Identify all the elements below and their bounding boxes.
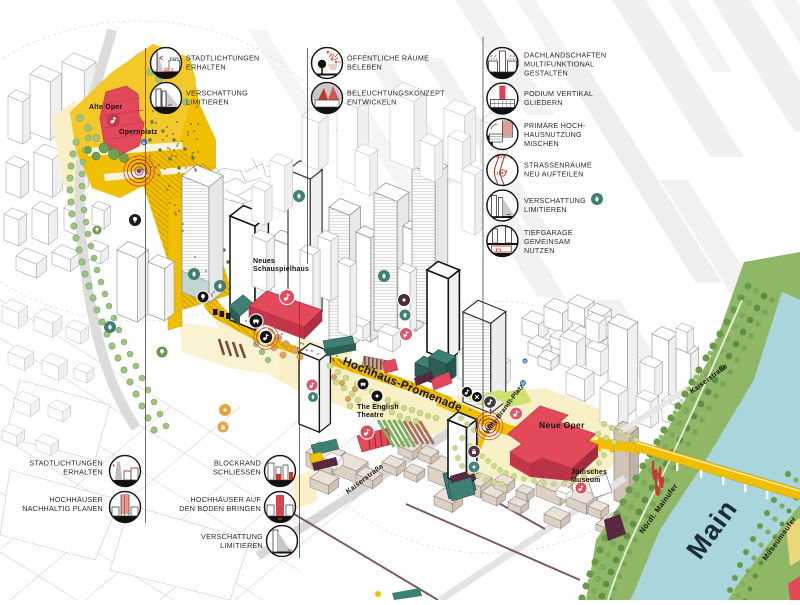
svg-text:HAUSNUTZUNG: HAUSNUTZUNG (524, 130, 582, 139)
svg-text:VERSCHATTUNG: VERSCHATTUNG (201, 532, 263, 541)
svg-text:MULTIFUNKTIONAL: MULTIFUNKTIONAL (524, 60, 594, 69)
svg-text:Theatre: Theatre (357, 412, 384, 419)
svg-text:NUTZEN: NUTZEN (524, 246, 555, 255)
svg-text:STADTLICHTUNGEN: STADTLICHTUNGEN (186, 54, 260, 63)
svg-text:VERSCHATTUNG: VERSCHATTUNG (186, 89, 248, 98)
svg-text:ÖFFENTLICHE RÄUME: ÖFFENTLICHE RÄUME (347, 54, 429, 63)
svg-text:LIMITIEREN: LIMITIEREN (524, 205, 567, 214)
svg-text:PODIUM VERTIKAL: PODIUM VERTIKAL (524, 89, 593, 98)
svg-text:U: U (524, 358, 527, 363)
svg-text:HOCHHÄUSER AUF: HOCHHÄUSER AUF (190, 495, 261, 504)
svg-text:SCHLIESSEN: SCHLIESSEN (213, 468, 261, 477)
svg-text:ERHALTEN: ERHALTEN (186, 63, 226, 72)
svg-text:BELEBEN: BELEBEN (347, 63, 382, 72)
svg-text:DACHLANDSCHAFTEN: DACHLANDSCHAFTEN (524, 51, 606, 60)
svg-text:GEMEINSAM: GEMEINSAM (524, 237, 570, 246)
svg-text:Neues: Neues (253, 258, 275, 265)
svg-text:LIMITIEREN: LIMITIEREN (186, 98, 229, 107)
svg-text:BLOCKRAND: BLOCKRAND (214, 459, 261, 468)
svg-text:MISCHEN: MISCHEN (524, 139, 559, 148)
svg-text:Neue Oper: Neue Oper (539, 420, 585, 430)
svg-text:PRIMÄRE HOCH-: PRIMÄRE HOCH- (524, 121, 586, 130)
svg-text:ERHALTEN: ERHALTEN (63, 468, 103, 477)
svg-text:Museum: Museum (571, 477, 601, 484)
svg-text:NEU AUFTEILEN: NEU AUFTEILEN (524, 170, 584, 179)
svg-text:The English: The English (357, 404, 399, 411)
svg-text:STRASSENRÄUME: STRASSENRÄUME (524, 161, 592, 170)
svg-text:ENTWICKELN: ENTWICKELN (347, 98, 397, 107)
svg-text:GLIEDERN: GLIEDERN (524, 98, 563, 107)
svg-text:DEN BODEN BRINGEN: DEN BODEN BRINGEN (179, 504, 261, 513)
svg-text:STADTLICHTUNGEN: STADTLICHTUNGEN (30, 459, 104, 468)
svg-text:BELEUCHTUNGSKONZEPT: BELEUCHTUNGSKONZEPT (347, 89, 445, 98)
svg-text:Jüdisches: Jüdisches (571, 469, 607, 476)
svg-text:HOCHHÄUSER: HOCHHÄUSER (49, 495, 103, 504)
svg-text:NACHHALTIG PLANEN: NACHHALTIG PLANEN (22, 504, 103, 513)
svg-text:LIMITIEREN: LIMITIEREN (220, 541, 263, 550)
svg-text:Schauspielhaus: Schauspielhaus (253, 266, 309, 273)
svg-text:Opernplatz: Opernplatz (119, 129, 158, 136)
svg-text:TIEFGARAGE: TIEFGARAGE (524, 228, 573, 237)
svg-text:GESTALTEN: GESTALTEN (524, 69, 568, 78)
svg-text:Alte Oper: Alte Oper (89, 104, 122, 111)
svg-text:VERSCHATTUNG: VERSCHATTUNG (524, 196, 586, 205)
